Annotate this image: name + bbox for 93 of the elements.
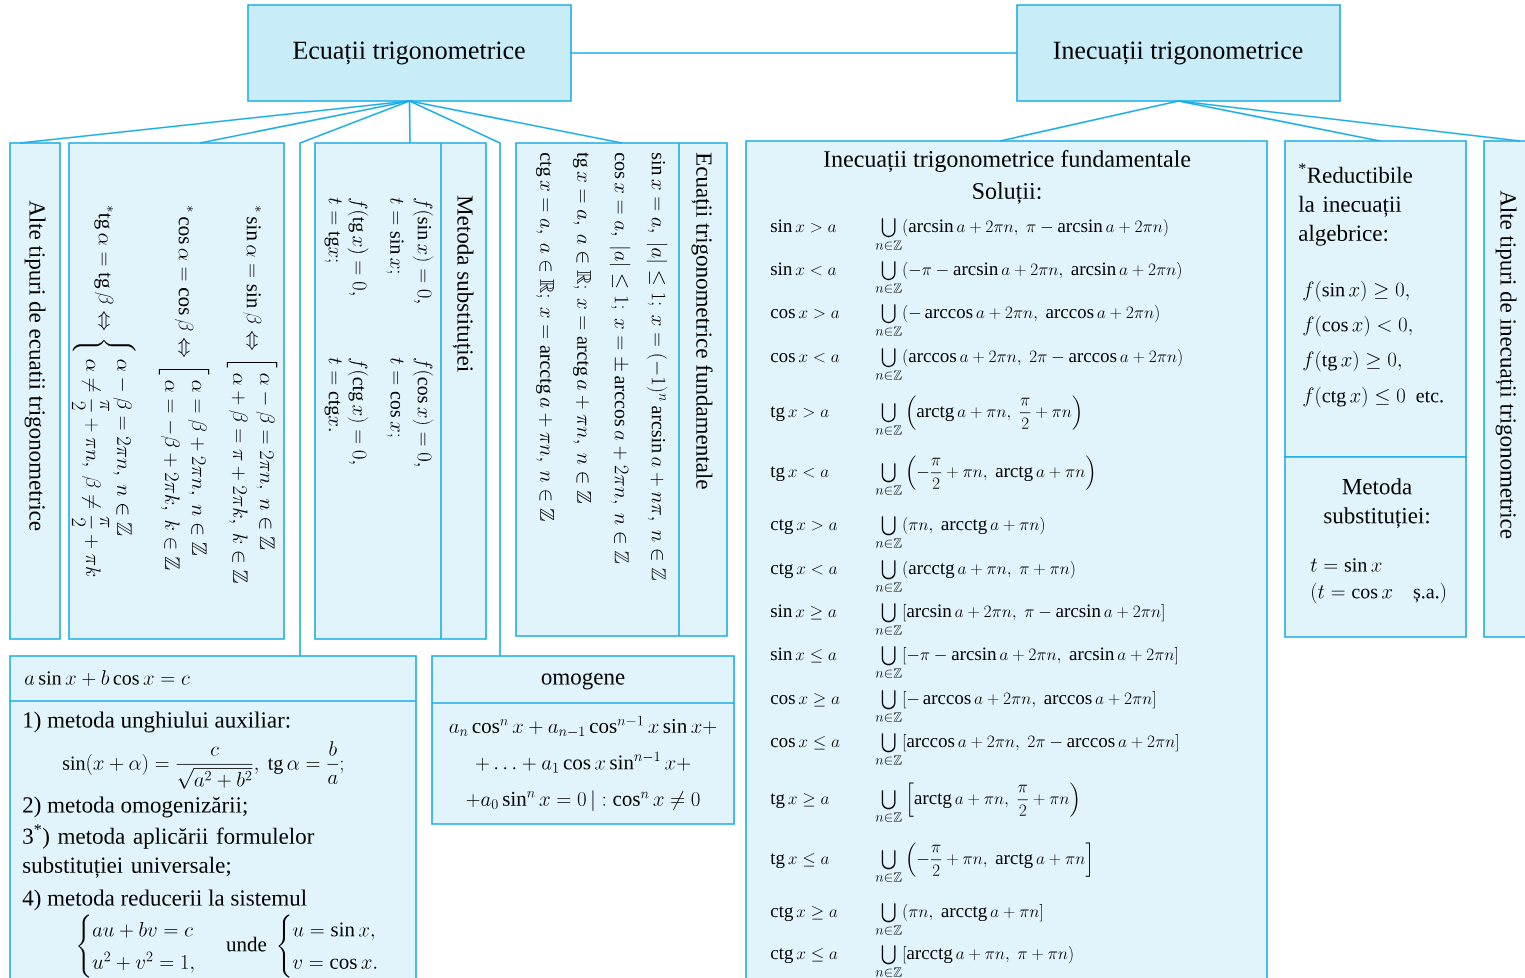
formula: $\mathrm{ctg}\,x\le a$ (770, 948, 838, 964)
formula: $\mathrm{tg}\,x\le a$ (770, 853, 829, 869)
panel (314, 142, 487, 640)
formula: $\bigcup\limits_{n\in\mathbb{Z}}(\mathrm{arcctg}\,a+\pi n,\ \pi+\pi n)$ (875, 560, 1075, 593)
title-box (1016, 4, 1341, 102)
formula: $\bigcup\limits_{n\in\mathbb{Z}}\left(-\dfrac{\pi}{2}+\pi n,\ \mathrm{arctg}\,a+\pi n\right]$ (875, 842, 1090, 883)
formula: $t=\sin x$ (1310, 558, 1382, 572)
formula: $f(\mathrm{ctg}\,x)\le 0\ \ \text{etc.}$ (1303, 386, 1443, 408)
formula: $\cos x=a,\ |a|\le 1;\ x=\pm\arccos a+2\pi n,\ n\in\mathbb{Z}$ (609, 152, 631, 564)
panel (515, 142, 728, 637)
formula: $\begin{array}{c}a_n\cos^n x+a_{n-1}\cos^{n-1}x\sin x+\\ +\ldots+a_1\cos x\sin^{n-1}x+\\ +a_0\sin^n x=0\,|:\cos^n x\neq 0\end{array}$ (449, 715, 717, 811)
text-line: 2) metoda omogenizării; (23, 796, 247, 818)
formula: $\bigcup\limits_{n\in\mathbb{Z}}[\mathrm{arcctg}\,a+\pi n,\ \pi+\pi n)$ (875, 945, 1073, 978)
formula: $\cos x\le a$ (770, 736, 840, 750)
formula: $\sin x\le a$ (771, 647, 837, 663)
connector-line (299, 100, 411, 657)
formula: $\bigcup\limits_{n\in\mathbb{Z}}[\arccos a+2\pi n,\ 2\pi-\arccos a+2\pi n]$ (875, 733, 1178, 766)
panel (1284, 456, 1467, 638)
formula: $\bigcup\limits_{n\in\mathbb{Z}}[-\pi-\arcsin a+2\pi n,\ \arcsin a+2\pi n]$ (875, 646, 1177, 679)
vertical-heading: Metoda substituției (452, 195, 474, 372)
vertical-heading: Alte tipuri de inecuații trigonometrice (1495, 190, 1517, 539)
panel (9, 655, 417, 978)
formula: $\mathrm{ctg}\,x<a$ (770, 563, 838, 579)
formula: ${}^{*}\cos\alpha=\cos\beta\Leftrightarrow\left[\begin{array}{l}\alpha=\beta+2\pi n,\ n\in\mathbb{Z}\\ \alpha=-\beta+2\pi k,\ k\in\mathbb{Z}\end{array}\right.$ (158, 206, 210, 570)
formula: $\bigcup\limits_{n\in\mathbb{Z}}(\arccos a+2\pi n,\ 2\pi-\arccos a+2\pi n)$ (875, 348, 1182, 381)
formula: $t=\mathrm{ctg}x.$ (324, 357, 342, 431)
formula: $\mathrm{tg}\,x\ge a$ (770, 793, 829, 809)
panel (68, 142, 285, 640)
formula: $\sin x=a,\ |a|\le 1;\ x=(-1)^n\arcsin a+n\pi,\ n\in\mathbb{Z}$ (646, 153, 668, 581)
connector-line (408, 100, 411, 144)
heading: Soluții: (973, 182, 1041, 204)
panel (431, 655, 735, 825)
formula: $\bigcup\limits_{n\in\mathbb{Z}}(-\pi-\arcsin a+2\pi n,\ \arcsin a+2\pi n)$ (875, 261, 1181, 294)
formula: $\bigcup\limits_{n\in\mathbb{Z}}(\pi n,\ \mathrm{arcctg}\,a+\pi n)$ (875, 516, 1044, 549)
formula: $f(\cos x)=0,$ (412, 358, 434, 466)
panel (745, 140, 1268, 978)
formula: $\sin x\ge a$ (771, 604, 837, 620)
formula: $\mathrm{tg}\,x=a,\ a\in\mathbb{R};\ x=\mathrm{arctg}\,a+\pi n,\ n\in\mathbb{Z}$ (572, 152, 591, 503)
formula: ${}^{*}\mathrm{tg}\,\alpha=\mathrm{tg}\,\beta\Leftrightarrow\left\{\begin{array}{l}\alpha-\beta=2\pi n,\ n\in\mathbb{Z}\\ \alpha\neq\dfrac{\pi}{2}+\pi n,\ \beta\neq\dfrac{\pi}{2}+\pi k\end{array}\right.$ (71, 206, 136, 577)
formula: $f(\sin x)=0,$ (412, 198, 434, 303)
formula: $\bigcup\limits_{n\in\mathbb{Z}}(\arcsin a+2\pi n,\ \pi-\arcsin a+2\pi n)$ (875, 218, 1168, 251)
formula: $\sin x>a$ (771, 219, 836, 233)
formula: $t=\sin x;$ (386, 197, 404, 273)
formula: $\bigcup\limits_{n\in\mathbb{Z}}(\pi n,\ \mathrm{arcctg}\,a+\pi n]$ (875, 903, 1042, 936)
formula: $\bigcup\limits_{n\in\mathbb{Z}}(-\arccos a+2\pi n,\ \arccos a+2\pi n)$ (875, 304, 1159, 337)
heading: Metoda substituției: (1324, 478, 1429, 529)
connector-line (999, 100, 1180, 142)
text-line: 3$^{*}$) metoda aplicării formulelor substituției universale; (23, 824, 315, 878)
formula: $\cos x<a$ (770, 352, 840, 363)
formula: $\sin x<a$ (771, 262, 836, 276)
formula: $(t=\cos x\quad\text{ș.a.})$ (1312, 582, 1446, 604)
vertical-heading: Alte tipuri de ecuatii trigonometrice (24, 200, 46, 531)
connector-line (19, 100, 411, 144)
vertical-heading: Ecuații trigonometrice fundamentale (691, 152, 713, 489)
connector-line (570, 52, 1018, 54)
formula: $f(\sin x)\ge 0,$ (1303, 280, 1409, 302)
panel (9, 142, 61, 640)
title-box (247, 4, 572, 102)
formula: $a\sin x+b\cos x=c$ (25, 670, 190, 686)
formula: $\bigcup\limits_{n\in\mathbb{Z}}[-\arccos a+2\pi n,\ \arccos a+2\pi n]$ (875, 690, 1155, 723)
formula: $\bigcup\limits_{n\in\mathbb{Z}}\left(\mathrm{arctg}\,a+\pi n,\ \dfrac{\pi}{2}+\pi n\right)$ (875, 395, 1080, 436)
heading: omogene (541, 672, 625, 690)
formula: ${}^{*}\sin\alpha=\sin\beta\Leftrightarrow\left[\begin{array}{l}\alpha-\beta=2\pi n,\ n\in\mathbb{Z}\\ \alpha+\beta=\pi+2\pi k,\ k\in\mathbb{Z}\end{array}\right.$ (226, 206, 278, 583)
formula: $\mathrm{ctg}\,x=a,\ a\in\mathbb{R};\ x=\mathrm{arcctg}\,a+\pi n,\ n\in\mathbb{Z}$ (535, 152, 554, 521)
heading: Inecuații trigonometrice fundamentale (823, 149, 1191, 173)
connector-line (408, 100, 501, 657)
formula: $\mathrm{tg}\,x<a$ (770, 466, 829, 482)
formula: $t=\mathrm{tg}x;$ (324, 197, 342, 262)
formula: $\sin(x+\alpha)=\dfrac{c}{\sqrt{a^2+b^2}},\ \mathrm{tg}\,\alpha=\dfrac{b}{a};$ (63, 741, 343, 789)
text-line: 4) metoda reducerii la sistemul (22, 889, 307, 911)
title: Inecuații trigonometrice (1053, 41, 1303, 65)
formula: $\begin{cases}au+bv=c\\ u^2+v^2=1,\end{cases}\ \text{unde}\ \begin{cases}u=\sin x,\\ v=\cos x.\end{cases}$ (78, 914, 377, 978)
formula: $\cos x>a$ (770, 308, 840, 319)
connector-line (1177, 100, 1521, 142)
text-line: 1) metoda unghiului auxiliar: (24, 711, 290, 733)
formula: $\cos x\ge a$ (770, 693, 840, 707)
title: Ecuații trigonometrice (293, 41, 525, 65)
formula: $f(\mathrm{tg}\,x)=0,$ (347, 198, 369, 295)
connector-line (199, 100, 411, 144)
text-line: $^{*}$Reductibile la inecuații algebrice: (1298, 163, 1412, 246)
formula: $\bigcup\limits_{n\in\mathbb{Z}}\left(-\dfrac{\pi}{2}+\pi n,\ \mathrm{arctg}\,a+\pi n\right)$ (875, 455, 1094, 496)
formula: $t=\cos x;$ (386, 357, 404, 437)
formula: $\bigcup\limits_{n\in\mathbb{Z}}[\arcsin a+2\pi n,\ \pi-\arcsin a+2\pi n]$ (875, 603, 1164, 636)
formula: $f(\mathrm{ctg}\,x)=0,$ (347, 358, 369, 464)
formula: $\mathrm{tg}\,x>a$ (770, 406, 829, 422)
panel (1284, 140, 1467, 458)
connector-line (408, 100, 623, 144)
formula: $\mathrm{ctg}\,x\ge a$ (770, 906, 838, 922)
formula: $f(\mathrm{tg}\,x)\ge 0,$ (1303, 350, 1401, 372)
formula: $\bigcup\limits_{n\in\mathbb{Z}}\left[\mathrm{arctg}\,a+\pi n,\ \dfrac{\pi}{2}+\pi n\right)$ (875, 782, 1078, 823)
formula: $f(\cos x)<0,$ (1303, 315, 1412, 337)
formula: $\mathrm{ctg}\,x>a$ (770, 519, 838, 535)
panel (1483, 140, 1525, 638)
